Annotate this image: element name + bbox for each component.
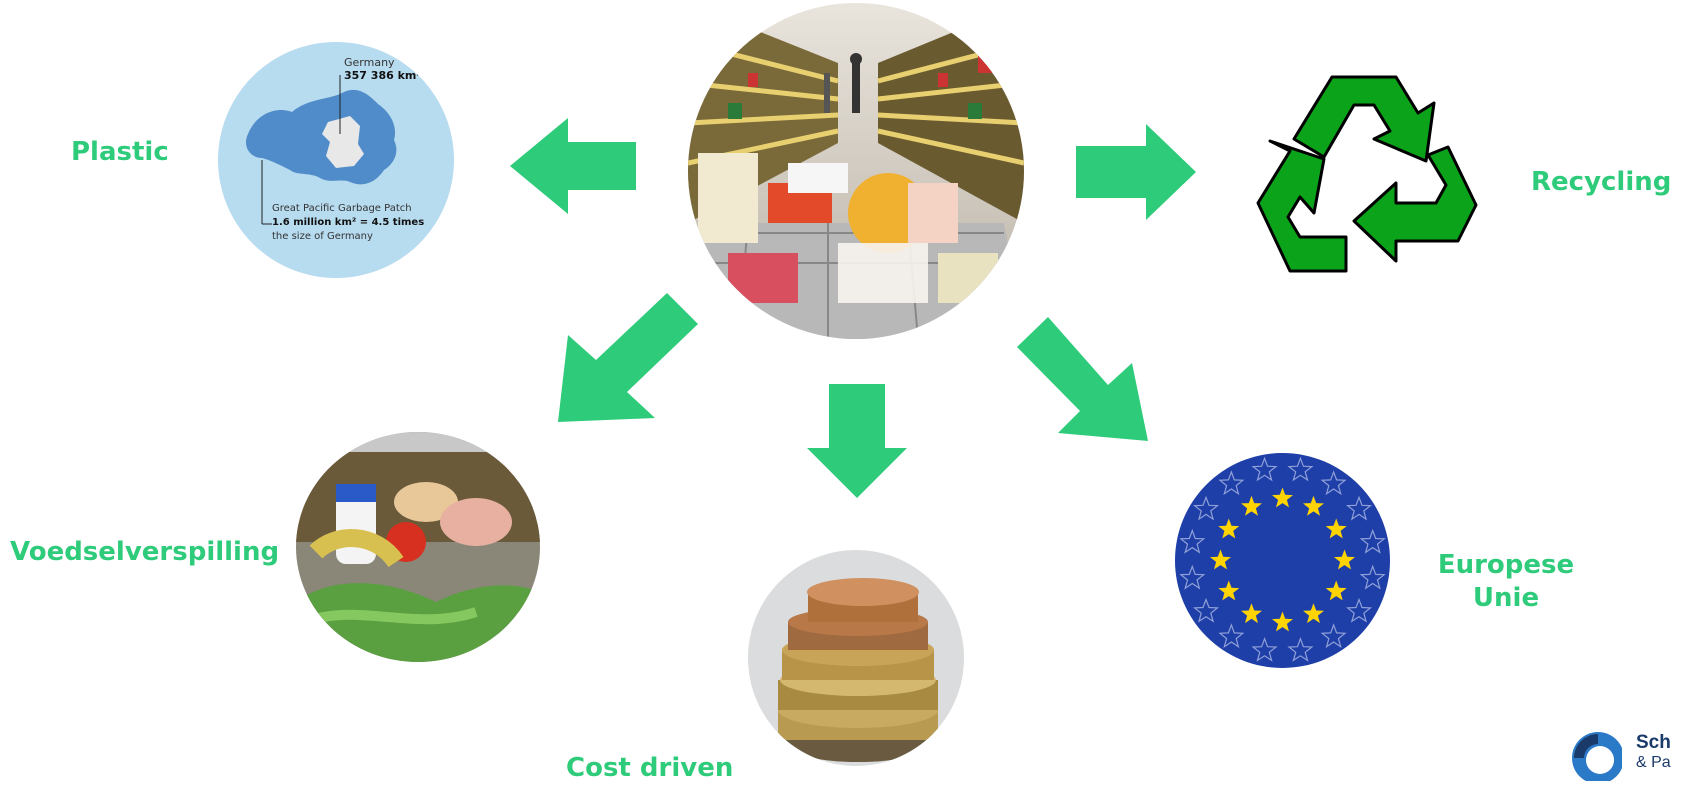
germany-label: Germany [344,56,395,69]
plastic-map-image: Germany 357 386 km² Great Pacific Garbag… [218,42,454,278]
star-icon [1334,549,1355,570]
eu-label: Europese Unie [1436,549,1576,614]
arrow-left [510,118,636,214]
outline-star-icon [1192,495,1220,521]
logo-mark-icon [1572,732,1622,781]
germany-area: 357 386 km² [344,69,422,82]
star-icon [1241,603,1262,624]
eu-label-line1: Europese [1437,550,1575,580]
outline-star-icon [1345,495,1373,521]
star-icon [1218,580,1240,601]
outline-star-icon [1359,564,1386,590]
outline-star-icon [1251,456,1278,482]
eu-stars [1179,456,1386,662]
food-waste-label: Voedselverspilling [10,537,280,567]
recycling-symbol [1250,65,1480,280]
outline-star-icon [1192,597,1220,623]
arrow-down-right [1017,317,1148,441]
logo-text-line2: & Pa [1636,754,1671,771]
gpgp-note: the size of Germany [272,231,373,242]
star-icon [1303,495,1324,516]
recycle-icon [1256,75,1478,273]
gpgp-label: Great Pacific Garbage Patch [272,203,412,214]
cost-driven-label: Cost driven [566,753,734,783]
coins-image [748,550,964,766]
gpgp-area: 1.6 million km² = 4.5 times [272,217,425,228]
outline-star-icon [1179,528,1206,554]
eu-flag-image [1175,453,1390,668]
outline-star-icon [1287,456,1314,482]
outline-star-icon [1218,623,1245,649]
star-icon [1325,580,1347,601]
outline-star-icon [1179,564,1206,590]
arrow-right [1076,124,1196,220]
food-waste-image [296,432,540,662]
star-icon [1241,495,1262,516]
logo-text-line1: Sch [1636,732,1671,753]
outline-star-icon [1287,636,1314,662]
plastic-label: Plastic [71,137,169,167]
outline-star-icon [1345,597,1373,623]
outline-star-icon [1320,470,1347,496]
star-icon [1303,603,1324,624]
star-icon [1218,518,1240,539]
star-icon [1325,518,1347,539]
outline-star-icon [1218,470,1245,496]
outline-star-icon [1320,623,1347,649]
eu-label-line2: Unie [1472,582,1540,613]
recycling-label: Recycling [1531,167,1672,197]
star-icon [1210,549,1231,570]
company-logo: Sch & Pa [1568,728,1682,781]
supermarket-cart-image [688,3,1024,339]
arrow-down-left [558,293,698,422]
star-icon [1272,611,1293,632]
garbage-patch-map [245,75,397,225]
arrow-down [807,384,907,498]
outline-star-icon [1251,636,1278,662]
outline-star-icon [1359,528,1386,554]
star-icon [1272,487,1293,508]
